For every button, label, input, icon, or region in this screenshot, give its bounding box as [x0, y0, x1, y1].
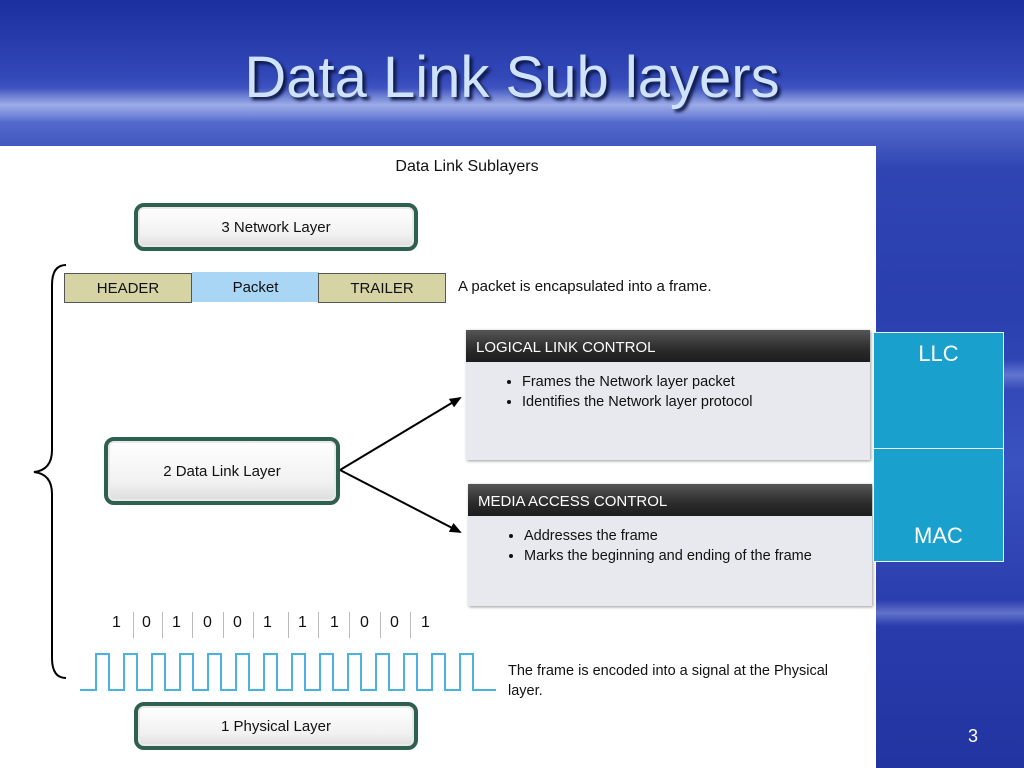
network-layer-box: 3 Network Layer — [134, 203, 418, 251]
bit-separator — [223, 612, 224, 638]
bit-separator — [253, 612, 254, 638]
llc-bullet: Identifies the Network layer protocol — [522, 394, 870, 410]
data-link-layer-label: 2 Data Link Layer — [163, 462, 281, 480]
arrow-to-llc — [339, 396, 462, 471]
bit-separator — [349, 612, 350, 638]
llc-bullet: Frames the Network layer packet — [522, 374, 870, 390]
signal-waveform — [80, 653, 496, 691]
mac-side-label: MAC — [914, 523, 963, 548]
llc-side-box: LLC — [873, 332, 1004, 449]
slide-title: Data Link Sub layers — [244, 45, 780, 110]
bit-value: 1 — [298, 614, 307, 631]
mac-card-title: MEDIA ACCESS CONTROL — [468, 484, 872, 516]
frame-trailer-label: TRAILER — [350, 279, 414, 297]
bit-separator — [410, 612, 411, 638]
bit-value: 0 — [390, 614, 399, 631]
frame-trailer-cell: TRAILER — [318, 273, 446, 303]
bit-separator — [380, 612, 381, 638]
bit-value: 1 — [172, 614, 181, 631]
llc-card-title: LOGICAL LINK CONTROL — [466, 330, 870, 362]
bit-separator — [318, 612, 319, 638]
bit-value: 0 — [203, 614, 212, 631]
bit-separator — [133, 612, 134, 638]
frame-header-label: HEADER — [96, 279, 160, 297]
physical-layer-box: 1 Physical Layer — [134, 702, 418, 750]
frame-packet-label: Packet — [232, 278, 279, 296]
mac-side-box: MAC — [873, 448, 1004, 562]
mac-bullet: Addresses the frame — [524, 528, 872, 544]
bit-value: 1 — [112, 614, 121, 631]
mac-bullet-list: Addresses the frame Marks the beginning … — [468, 528, 872, 564]
signal-note: The frame is encoded into a signal at th… — [508, 661, 828, 701]
bit-separator — [162, 612, 163, 638]
physical-layer-label: 1 Physical Layer — [220, 717, 332, 735]
frame-header-cell: HEADER — [64, 273, 192, 303]
frame-note: A packet is encapsulated into a frame. — [458, 278, 712, 295]
mac-bullet: Marks the beginning and ending of the fr… — [524, 548, 872, 564]
bit-value: 1 — [421, 614, 430, 631]
signal-note-line: The frame is encoded into a signal at th… — [508, 663, 828, 679]
bit-value: 1 — [263, 614, 272, 631]
arrow-to-mac — [339, 469, 462, 533]
signal-note-line: layer. — [508, 683, 543, 699]
data-link-layer-box: 2 Data Link Layer — [104, 437, 340, 505]
llc-card: LOGICAL LINK CONTROL Frames the Network … — [466, 330, 870, 460]
diagram-title: Data Link Sublayers — [395, 158, 539, 175]
bit-value: 1 — [330, 614, 339, 631]
bit-value: 0 — [142, 614, 151, 631]
bit-value: 0 — [360, 614, 369, 631]
llc-bullet-list: Frames the Network layer packet Identifi… — [466, 374, 870, 410]
mac-card: MEDIA ACCESS CONTROL Addresses the frame… — [468, 484, 872, 606]
page-number: 3 — [967, 726, 978, 746]
bit-separator — [192, 612, 193, 638]
bit-separator — [288, 612, 289, 638]
left-brace — [33, 264, 67, 679]
frame-packet-cell: Packet — [192, 272, 319, 302]
network-layer-label: 3 Network Layer — [221, 218, 331, 236]
llc-side-label: LLC — [918, 341, 959, 366]
bit-value: 0 — [233, 614, 242, 631]
